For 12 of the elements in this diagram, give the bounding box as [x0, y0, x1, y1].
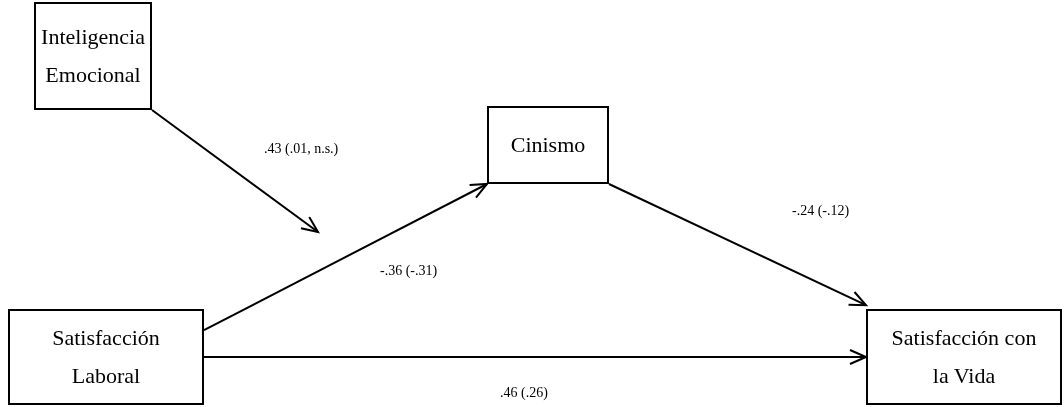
arrow — [203, 183, 488, 332]
variable-name: Satisfacción Laboral — [51, 324, 161, 390]
variable-box — [34, 2, 152, 110]
arrow — [203, 349, 867, 365]
variable-box — [487, 106, 609, 184]
variable-name: Cinismo — [510, 131, 586, 159]
variable-box — [8, 309, 204, 405]
arrow — [608, 183, 867, 307]
variable-name: Satisfacción con la Vida — [890, 324, 1038, 390]
variable-name: Inteligencia Emocional — [40, 23, 146, 89]
variable-box — [866, 309, 1062, 405]
arrow — [151, 109, 319, 233]
